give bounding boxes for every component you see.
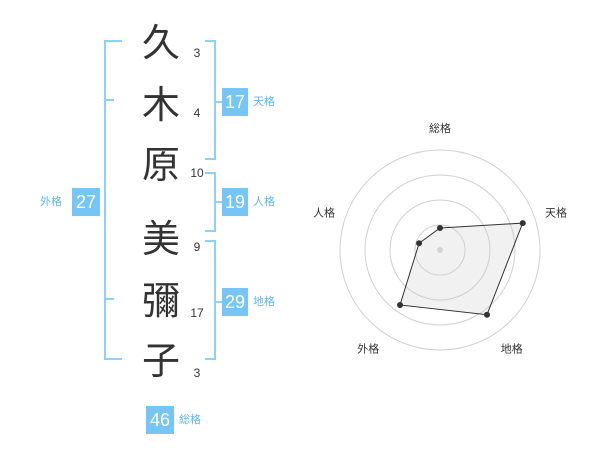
stroke-count-1: 3: [193, 46, 201, 60]
name-char-6: 子: [141, 339, 180, 383]
radar-ring-3: [364, 174, 516, 326]
tenkaku-label: 天格: [253, 95, 275, 108]
radar-point-0: [437, 225, 443, 231]
radar-point-4: [416, 240, 423, 247]
radar-data-points: [397, 220, 526, 318]
radar-axis-label-3: 外格: [357, 342, 379, 356]
soukaku-label: 総格: [179, 413, 201, 426]
radar-axis-label-0: 総格: [429, 121, 451, 135]
soukaku-value-badge: 46: [146, 406, 174, 434]
radar-point-1: [519, 220, 526, 227]
jinkaku-value-badge: 19: [222, 188, 248, 216]
chikaku-label: 地格: [253, 295, 275, 308]
gaikaku-label: 外格: [40, 195, 62, 208]
radar-axis-label-2: 地格: [501, 342, 523, 356]
radar-ring-4: [339, 149, 541, 351]
jinkaku-label: 人格: [253, 195, 275, 208]
name-char-2: 木: [141, 83, 180, 127]
stroke-count-5: 17: [190, 306, 204, 320]
radar-ring-2: [389, 199, 491, 301]
gaikaku-value-badge: 27: [72, 188, 100, 216]
name-char-3: 原: [141, 143, 180, 187]
radar-grid-rings: [339, 149, 541, 351]
stroke-count-2: 4: [193, 106, 201, 120]
radar-point-2: [484, 311, 491, 318]
chikaku-value-badge: 29: [222, 288, 248, 316]
stroke-count-3: 10: [190, 166, 204, 180]
name-char-5: 彌: [141, 279, 180, 323]
radar-center: [437, 247, 443, 253]
radar-axis-label-4: 人格: [313, 205, 335, 219]
radar-point-3: [397, 302, 404, 309]
name-char-4: 美: [141, 217, 180, 261]
name-char-1: 久: [141, 21, 180, 65]
stroke-count-4: 9: [193, 240, 201, 254]
radar-axis-label-1: 天格: [545, 205, 567, 219]
stroke-count-6: 3: [193, 366, 201, 380]
radar-data-area: [399, 222, 524, 316]
tenkaku-value-badge: 17: [222, 88, 248, 116]
